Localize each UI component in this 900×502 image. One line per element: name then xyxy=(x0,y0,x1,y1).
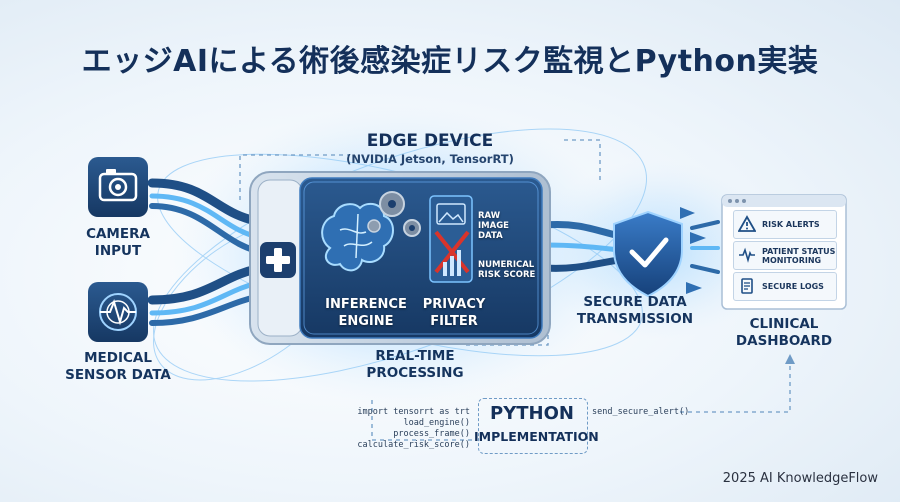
python-implementation-box xyxy=(478,398,588,454)
dashboard-item-label: PATIENT STATUS xyxy=(762,246,836,256)
python-title: PYTHON xyxy=(490,403,574,424)
dashboard-item-label-2: MONITORING xyxy=(762,255,822,265)
brain-gears-icon xyxy=(321,191,421,272)
dashboard-row-secure-logs[interactable]: SECURE LOGS xyxy=(733,272,837,301)
clinical-dashboard-label: CLINICAL DASHBOARD xyxy=(735,316,833,349)
sensor-input-label: MEDICAL SENSOR DATA xyxy=(60,350,176,384)
medical-sensor-icon xyxy=(99,293,137,331)
dashboard-row-risk-alerts[interactable]: RISK ALERTS xyxy=(733,210,837,239)
dashboard-item-label: RISK ALERTS xyxy=(762,220,820,229)
implementation-title: IMPLEMENTATION xyxy=(474,429,599,444)
dashboard-item-label: SECURE LOGS xyxy=(762,282,824,291)
python-code-snippet: import tensorrt as trt load_engine() pro… xyxy=(357,407,470,450)
edge-device-subtitle: (NVIDIA Jetson, TensorRT) xyxy=(346,152,514,166)
inference-engine-label: INFERENCE ENGINE xyxy=(325,297,407,329)
heartbeat-icon xyxy=(739,247,755,263)
real-time-processing-label: REAL-TIME PROCESSING xyxy=(366,348,464,381)
footer-credit: 2025 AI KnowledgeFlow xyxy=(722,471,878,486)
dashboard-titlebar xyxy=(722,195,846,207)
privacy-filter-icon xyxy=(429,195,473,283)
numerical-risk-score-label: NUMERICAL RISK SCORE xyxy=(478,260,536,280)
page-title: エッジAIによる術後感染症リスク監視とPython実装 xyxy=(81,44,819,79)
camera-input-label: CAMERA INPUT xyxy=(70,226,166,260)
privacy-filter-label: PRIVACY FILTER xyxy=(422,297,486,329)
arrowheads xyxy=(680,207,706,294)
medical-cross-icon xyxy=(260,242,296,278)
secure-transmission-label: SECURE DATA TRANSMISSION xyxy=(576,294,694,327)
sensor-label-line1: MEDICAL xyxy=(84,350,152,366)
shield-check-icon xyxy=(613,210,683,298)
document-icon xyxy=(741,278,753,294)
dashboard-row-patient-status[interactable]: PATIENT STATUS MONITORING xyxy=(733,241,837,270)
send-alert-call: send_secure_alert() xyxy=(592,407,690,417)
camera-label-line1: CAMERA xyxy=(86,226,150,242)
warning-icon xyxy=(738,215,756,232)
sensor-label-line2: SENSOR DATA xyxy=(65,367,171,383)
edge-device-title: EDGE DEVICE xyxy=(366,131,494,151)
camera-label-line2: INPUT xyxy=(94,243,142,259)
dashboard-connector-arrow xyxy=(785,354,795,364)
raw-image-data-label: RAW IMAGE DATA xyxy=(478,211,509,241)
camera-icon xyxy=(98,169,138,202)
